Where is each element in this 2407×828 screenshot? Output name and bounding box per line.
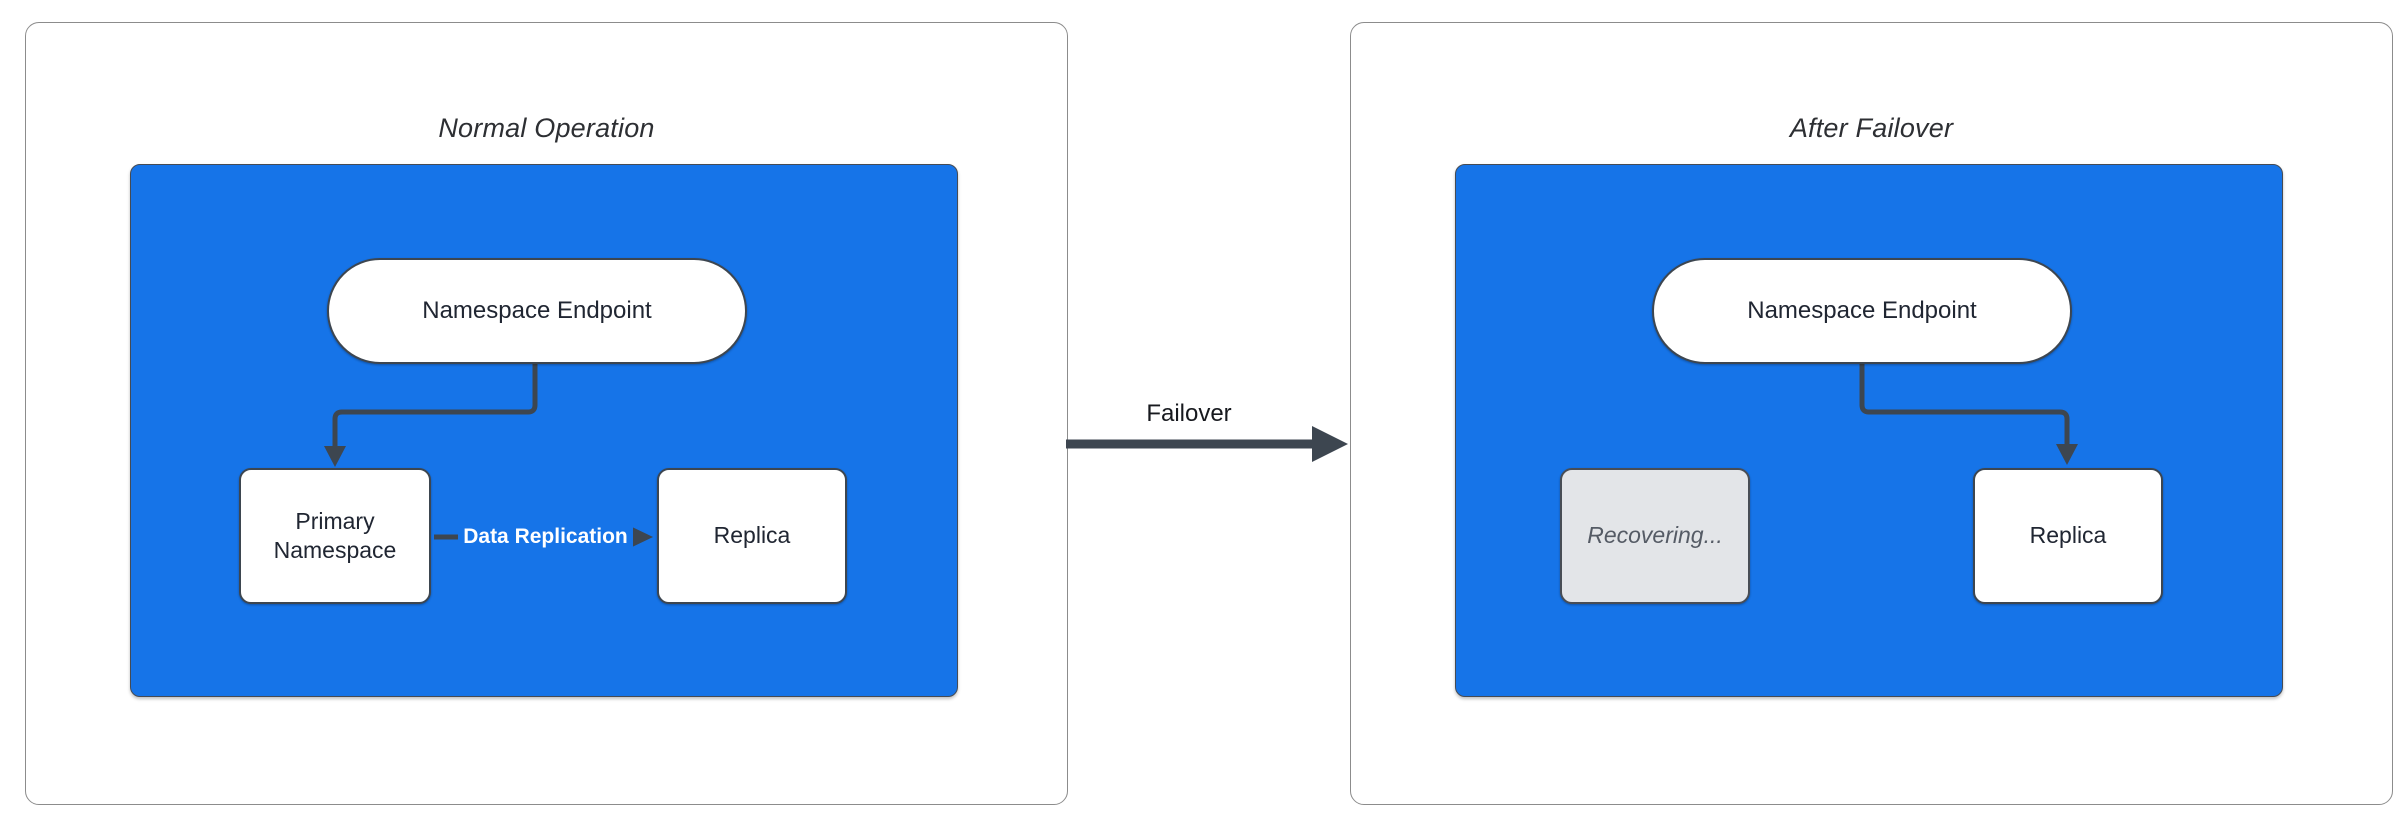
recovering-label: Recovering... [1587, 522, 1723, 549]
replica-label: Replica [713, 522, 791, 549]
replica-label: Replica [2029, 522, 2107, 549]
recovering-node: Recovering... [1560, 468, 1750, 604]
replica-node-normal: Replica [657, 468, 847, 604]
namespace-endpoint-label: Namespace Endpoint [422, 297, 652, 324]
failover-namespace-container [1455, 164, 2283, 697]
namespace-endpoint-node-failover: Namespace Endpoint [1652, 258, 2072, 364]
normal-namespace-container [130, 164, 958, 697]
arrowhead-right-icon [1312, 426, 1348, 462]
namespace-endpoint-label: Namespace Endpoint [1747, 297, 1977, 324]
namespace-endpoint-node-normal: Namespace Endpoint [327, 258, 747, 364]
primary-namespace-label: Primary Namespace [273, 507, 397, 563]
data-replication-label-wrap: Data Replication [434, 521, 657, 553]
failover-label: Failover [1146, 400, 1232, 427]
failover-arrow [1066, 426, 1348, 462]
replica-node-failover: Replica [1973, 468, 2163, 604]
data-replication-label: Data Replication [458, 523, 633, 551]
primary-namespace-node: Primary Namespace [239, 468, 431, 604]
normal-operation-title: Normal Operation [438, 113, 655, 143]
after-failover-title: After Failover [1789, 113, 1954, 143]
